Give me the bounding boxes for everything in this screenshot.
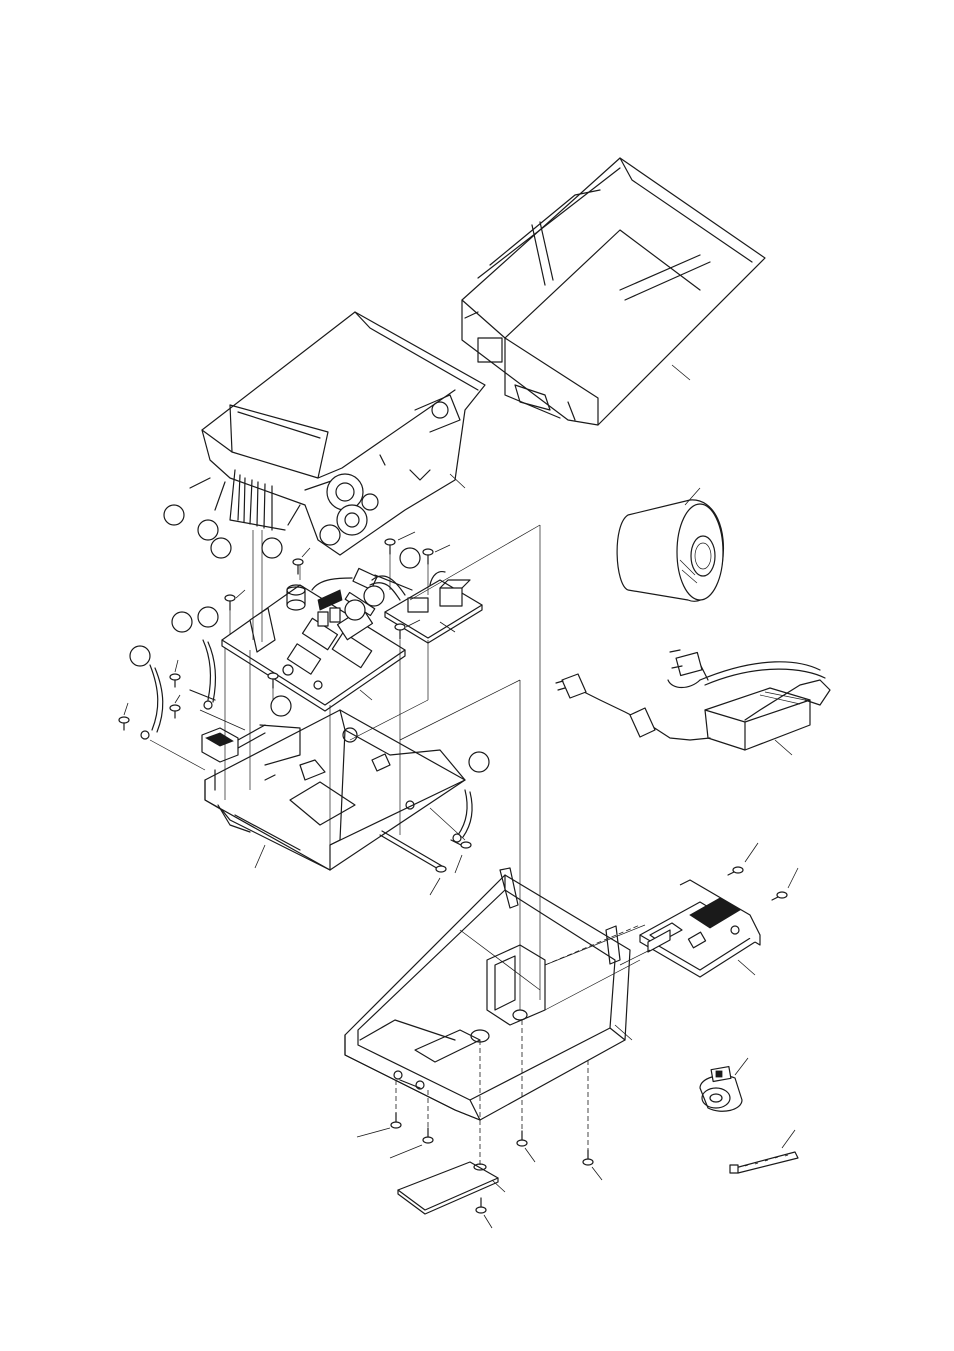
leader-line xyxy=(672,365,690,380)
leader-line xyxy=(738,960,755,975)
callout-circle xyxy=(172,612,192,632)
leader-line xyxy=(735,1058,748,1075)
printer-mechanism xyxy=(190,312,485,555)
callout-circle xyxy=(271,696,291,716)
leader-line xyxy=(360,690,372,700)
callout-circle xyxy=(469,752,489,772)
ferrite-core xyxy=(700,1067,742,1112)
callout-circle xyxy=(262,538,282,558)
top-cover xyxy=(462,158,765,425)
callout-circle xyxy=(211,538,231,558)
callout-circle xyxy=(198,607,218,627)
cable-tie xyxy=(730,1152,798,1173)
callout-circle xyxy=(198,520,218,540)
lower-case xyxy=(345,868,630,1120)
leader-line xyxy=(255,845,265,868)
frame xyxy=(205,710,465,870)
ac-adapter xyxy=(556,650,830,750)
interface-board xyxy=(640,880,760,977)
leader-line xyxy=(782,1130,795,1148)
screws xyxy=(119,539,787,1213)
bottom-cover-plate xyxy=(398,1162,498,1214)
paper-roll xyxy=(617,500,723,601)
callout-circle xyxy=(364,586,384,606)
callout-circle xyxy=(130,646,150,666)
callout-circle xyxy=(345,600,365,620)
callout-circle xyxy=(400,548,420,568)
leader-line xyxy=(775,740,792,755)
screw-leaders xyxy=(124,532,798,1228)
callout-circle xyxy=(164,505,184,525)
